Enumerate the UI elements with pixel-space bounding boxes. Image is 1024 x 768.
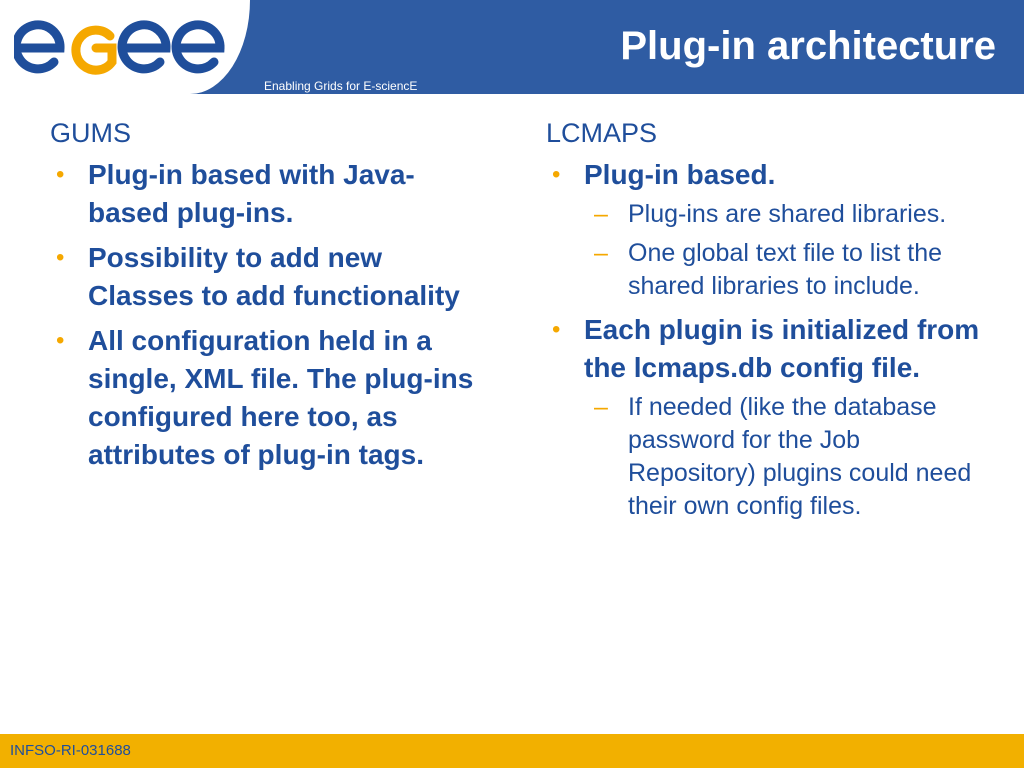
dash-icon: – xyxy=(594,200,608,228)
bullet-text: Each plugin is initialized from the lcma… xyxy=(584,314,980,383)
dash-icon: – xyxy=(594,239,608,267)
sub-list-item: – One global text file to list the share… xyxy=(584,237,986,303)
right-bullet-list: • Plug-in based. – Plug-ins are shared l… xyxy=(546,156,986,523)
bullet-text: Plug-in based. xyxy=(584,159,776,190)
list-item: • All configuration held in a single, XM… xyxy=(50,322,490,474)
list-item: • Each plugin is initialized from the lc… xyxy=(546,311,986,523)
slide-header: Plug-in architecture Enabling Grids for … xyxy=(0,0,1024,94)
right-column-heading: LCMAPS xyxy=(546,118,658,148)
list-item: • Plug-in based with Java-based plug-ins… xyxy=(50,156,490,232)
right-column: LCMAPS • Plug-in based. – Plug-ins are s… xyxy=(546,116,986,531)
bullet-text: All configuration held in a single, XML … xyxy=(88,325,474,470)
sub-bullet-text: One global text file to list the shared … xyxy=(628,239,943,300)
sub-bullet-list: – If needed (like the database password … xyxy=(584,391,986,523)
bullet-icon: • xyxy=(552,161,561,188)
tagline: Enabling Grids for E-sciencE xyxy=(264,79,418,93)
sub-bullet-text: If needed (like the database password fo… xyxy=(628,393,972,520)
bullet-icon: • xyxy=(56,327,65,354)
footer-text: INFSO-RI-031688 xyxy=(10,742,131,759)
egee-logo-icon xyxy=(14,20,225,75)
left-bullet-list: • Plug-in based with Java-based plug-ins… xyxy=(50,156,490,474)
bullet-icon: • xyxy=(56,244,65,271)
bullet-icon: • xyxy=(56,161,65,188)
sub-list-item: – Plug-ins are shared libraries. xyxy=(584,198,986,231)
list-item: • Possibility to add new Classes to add … xyxy=(50,239,490,315)
slide-footer: INFSO-RI-031688 xyxy=(0,734,1024,768)
bullet-icon: • xyxy=(552,316,561,343)
logo-area xyxy=(0,0,250,94)
bullet-text: Plug-in based with Java-based plug-ins. xyxy=(88,159,415,228)
slide-title: Plug-in architecture xyxy=(620,24,996,68)
sub-list-item: – If needed (like the database password … xyxy=(584,391,986,523)
list-item: • Plug-in based. – Plug-ins are shared l… xyxy=(546,156,986,303)
left-column: GUMS • Plug-in based with Java-based plu… xyxy=(50,116,490,481)
sub-bullet-text: Plug-ins are shared libraries. xyxy=(628,200,947,228)
dash-icon: – xyxy=(594,393,608,421)
sub-bullet-list: – Plug-ins are shared libraries. – One g… xyxy=(584,198,986,303)
left-column-heading: GUMS xyxy=(50,118,131,148)
bullet-text: Possibility to add new Classes to add fu… xyxy=(88,242,460,311)
tagline-band xyxy=(0,78,1024,94)
